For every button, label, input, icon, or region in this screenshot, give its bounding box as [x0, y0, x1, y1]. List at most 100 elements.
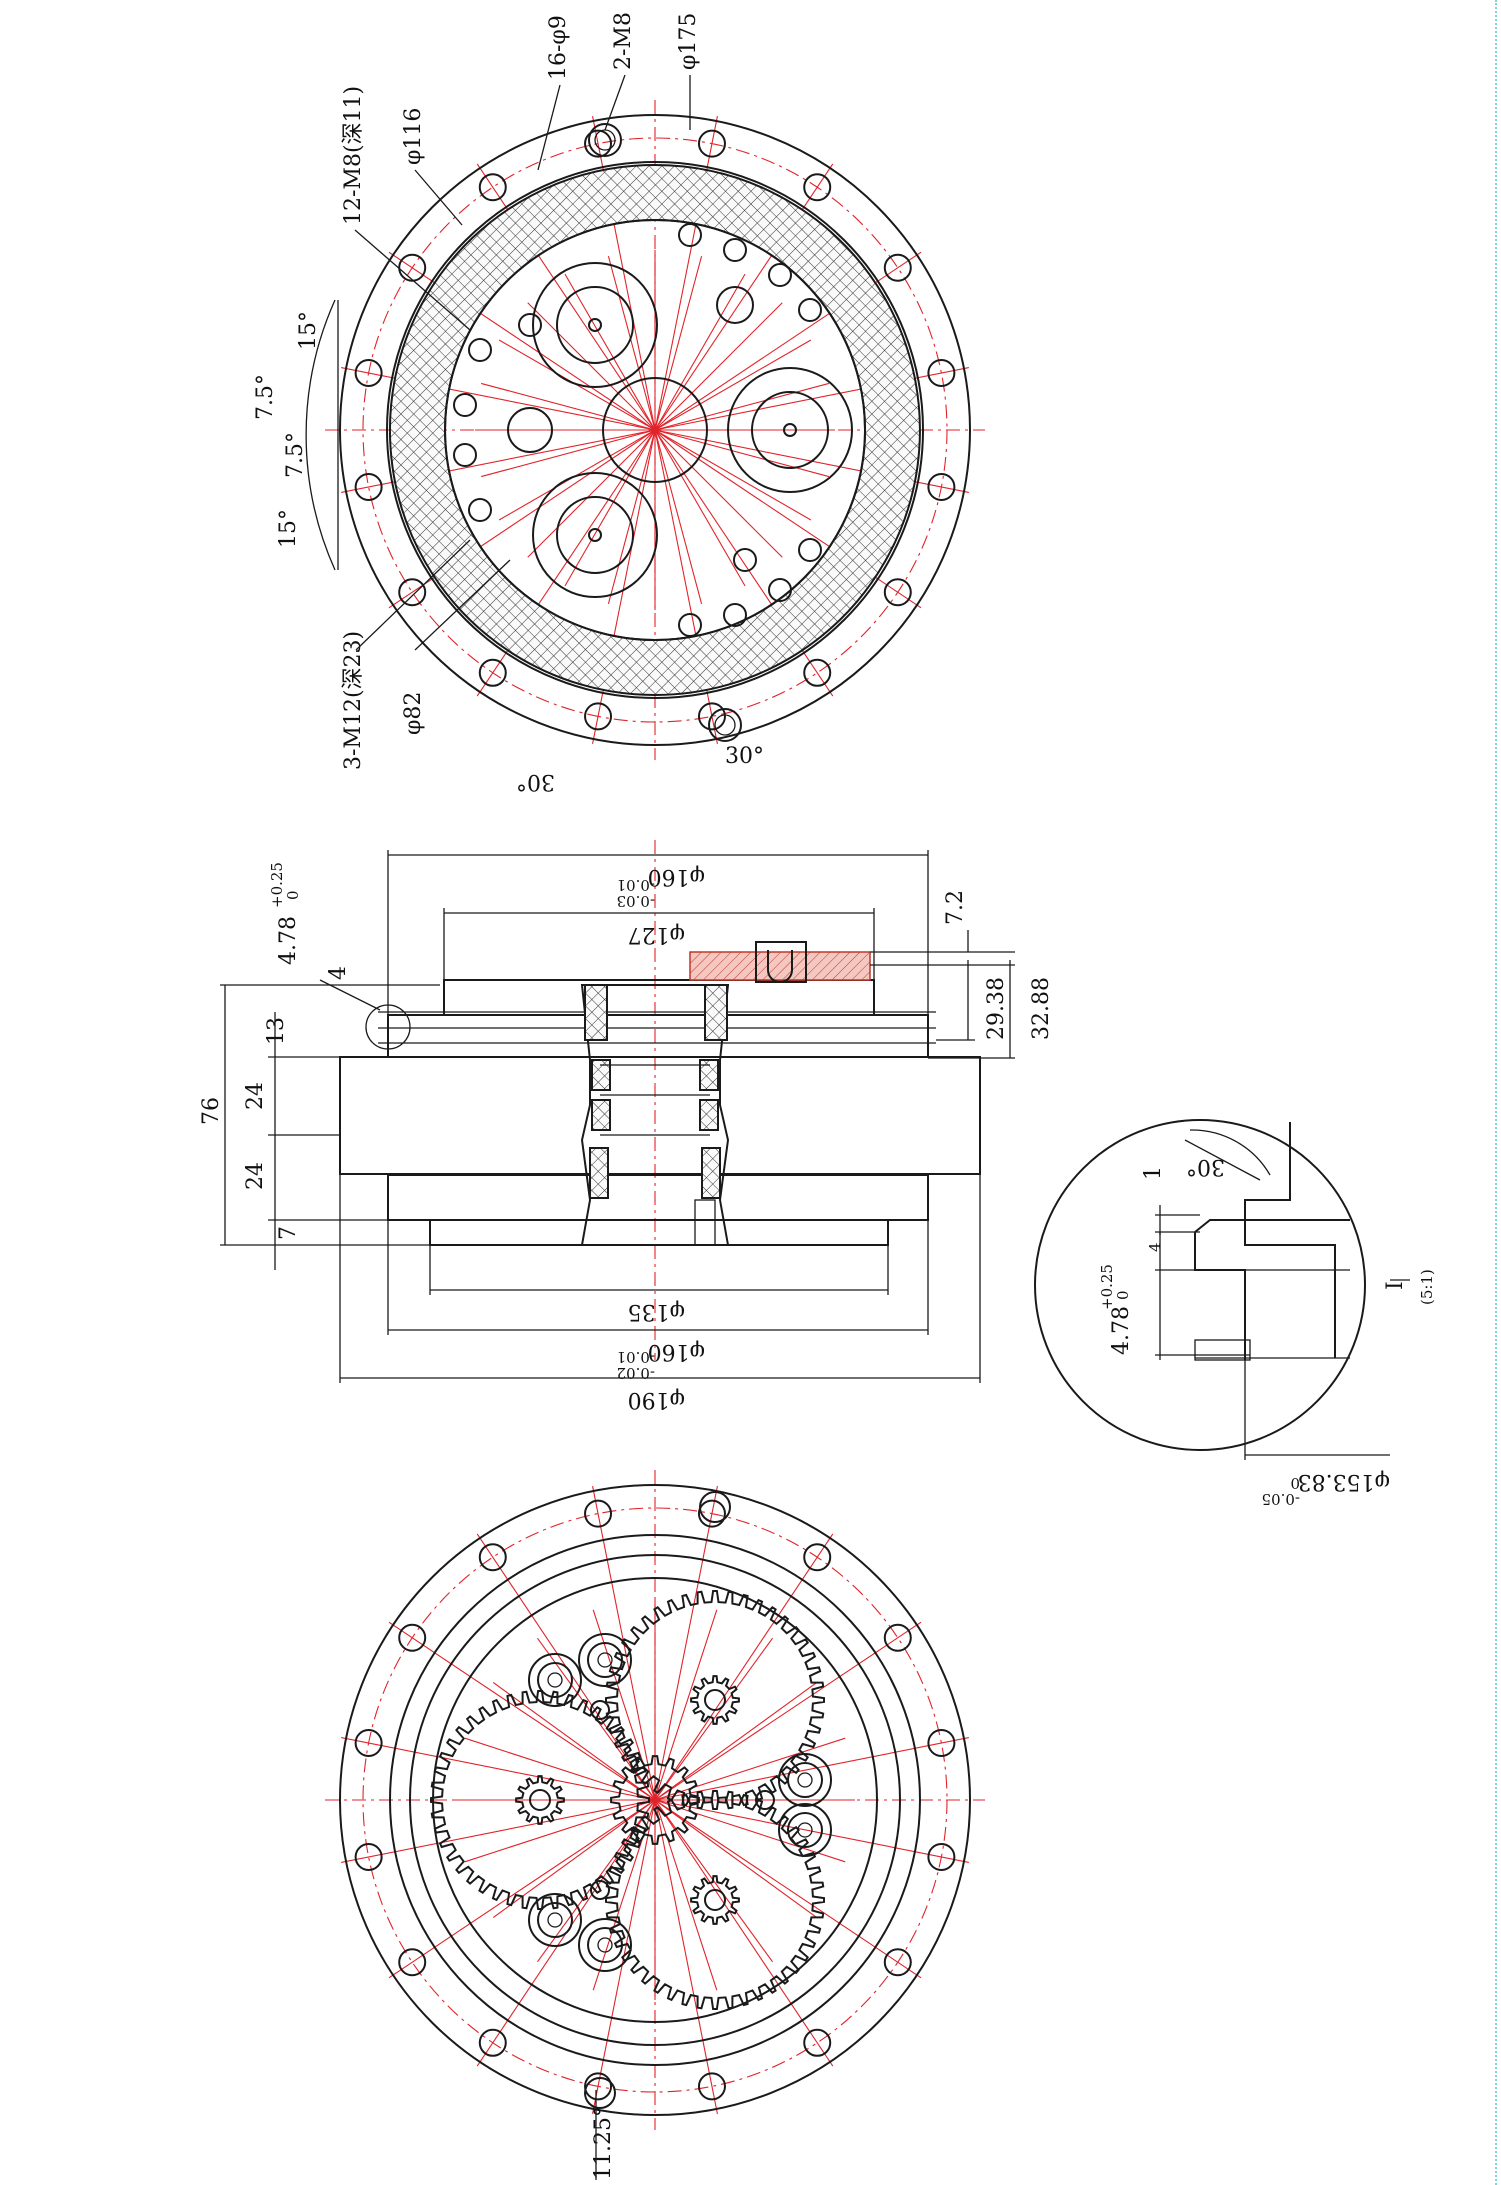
bottom-holes: [354, 1491, 956, 2109]
top-flange-step: [386, 161, 924, 699]
detail-circle: [1034, 1119, 1366, 1451]
bottom-radial: [654, 1737, 969, 1801]
detail-view-i: 30° 1 4 4.78 +0.25 0 φ153.83 0 -0.05 I (…: [1034, 1119, 1436, 1508]
top-radial-inner: [607, 255, 656, 431]
bottom-bolt-hole: [584, 1499, 613, 1528]
top-bolt-hole: [584, 702, 613, 731]
bottom-radial-inner: [654, 1799, 718, 1991]
bottom-bolt-hole: [354, 1842, 383, 1871]
bottom-bolt-hole: [398, 1948, 427, 1977]
bottom-radial-inner: [654, 1681, 818, 1801]
top-radial: [654, 163, 834, 431]
label-2-m8: 2-M8: [611, 12, 636, 70]
bottom-bearing-inner: [587, 1642, 623, 1678]
label-7: 7: [276, 1226, 301, 1240]
top-radial: [654, 429, 922, 609]
top-bolt-hole: [927, 472, 956, 501]
top-radial-inner: [527, 302, 656, 431]
bottom-spline-hub: [690, 1875, 740, 1925]
top-view-labels: 16-φ9 2-M8 φ175 φ116 12-M8(深11) 15° 7.5°…: [253, 12, 764, 794]
label-3-m12: 3-M12(深23): [341, 631, 366, 770]
top-bolt-hole: [354, 359, 383, 388]
top-radial-inner: [564, 273, 656, 431]
section-input-boss: [429, 1219, 889, 1246]
top-bolt-hole: [927, 359, 956, 388]
top-radial: [388, 429, 656, 609]
bottom-bearing-pin: [797, 1822, 813, 1838]
detail-label-1: 1: [1141, 1166, 1166, 1180]
top-radial: [476, 429, 656, 697]
top-radial: [476, 163, 656, 431]
bottom-radial: [654, 1621, 922, 1801]
bottom-planet-gear: [605, 1790, 825, 2010]
top-tapped-hole: [768, 263, 792, 287]
bottom-bolt-hole: [883, 1623, 912, 1652]
top-radial: [388, 251, 656, 431]
bottom-ring-1: [389, 1534, 921, 2066]
top-bolt-hole: [354, 472, 383, 501]
top-bolt-hole: [697, 129, 726, 158]
label-76: 76: [199, 1097, 224, 1125]
top-planet-pin: [783, 423, 797, 437]
top-tapped-hole: [798, 298, 822, 322]
top-bolt-hole: [803, 658, 832, 687]
label-32-88: 32.88: [1029, 977, 1054, 1040]
bottom-radial-inner: [654, 1609, 718, 1801]
bottom-gear-view: 11.25°: [325, 1470, 985, 2180]
bottom-ring-2: [409, 1554, 901, 2046]
tol-4-78-upper: +0.25: [268, 862, 286, 908]
label-7-2: 7.2: [943, 890, 968, 925]
bottom-bolt-hole: [478, 2028, 507, 2057]
top-tapped-hole: [798, 538, 822, 562]
bottom-bolt-hole: [803, 2028, 832, 2057]
bottom-radial: [388, 1621, 656, 1801]
top-tapped-hole: [678, 223, 702, 247]
top-radial-inner: [654, 339, 812, 431]
label-phi82: φ82: [401, 692, 426, 735]
top-m8-hole: [588, 123, 622, 157]
label-phi127: φ127: [628, 922, 685, 947]
label-phi135: φ135: [628, 1299, 685, 1324]
top-radial-inner: [654, 302, 783, 431]
label-16-phi9: 16-φ9: [546, 15, 571, 80]
bottom-small-hole: [755, 1790, 775, 1810]
bottom-bearing-pin: [547, 1672, 563, 1688]
section-lower-body: [387, 1174, 929, 1221]
top-radial: [654, 251, 922, 431]
bottom-bolt-hole: [697, 2072, 726, 2101]
detail-label-30: 30°: [1186, 1154, 1225, 1179]
bottom-radial-inner: [654, 1799, 818, 1919]
label-24-upper: 24: [243, 1082, 268, 1110]
bottom-spline-bore: [529, 1789, 551, 1811]
section-upper-body: [387, 1014, 929, 1058]
tol-4-78-lower: 0: [284, 890, 302, 900]
top-tapped-hole: [768, 578, 792, 602]
detail-label-i: I: [1383, 1281, 1408, 1290]
detail-tol-phi153-lower: -0.05: [1262, 1490, 1300, 1508]
bottom-bolt-hole: [478, 1543, 507, 1572]
bottom-bearing-outer: [578, 1633, 632, 1687]
detail-label-phi153: φ153.83: [1298, 1469, 1390, 1494]
top-tapped-hole: [518, 313, 542, 337]
top-radial: [654, 429, 718, 744]
top-radial-inner: [480, 429, 656, 478]
top-radial: [654, 116, 718, 431]
bottom-bolt-hole: [398, 1623, 427, 1652]
detail-view-labels: 30° 1 4 4.78 +0.25 0 φ153.83 0 -0.05 I (…: [1098, 1154, 1436, 1508]
detail-label-4: 4: [1146, 1242, 1164, 1252]
label-4: 4: [326, 966, 351, 980]
section-red-insert: [689, 951, 871, 981]
top-center-bore: [602, 377, 708, 483]
bottom-planet-gear: [605, 1590, 825, 1810]
top-m8-hole: [708, 708, 742, 742]
detail-label-4-78: 4.78: [1109, 1306, 1134, 1355]
top-tapped-hole: [453, 443, 477, 467]
section-housing-flange: [339, 1056, 981, 1175]
top-radial-inner: [564, 429, 656, 587]
bottom-bolt-hole: [927, 1729, 956, 1758]
label-24-lower: 24: [243, 1162, 268, 1190]
bottom-radial: [654, 1799, 718, 2114]
top-tapped-hole: [733, 548, 757, 572]
tol-phi160-bottom-lower: -0.02: [617, 1364, 655, 1382]
detail-tol-phi153-upper: 0: [1290, 1474, 1300, 1492]
